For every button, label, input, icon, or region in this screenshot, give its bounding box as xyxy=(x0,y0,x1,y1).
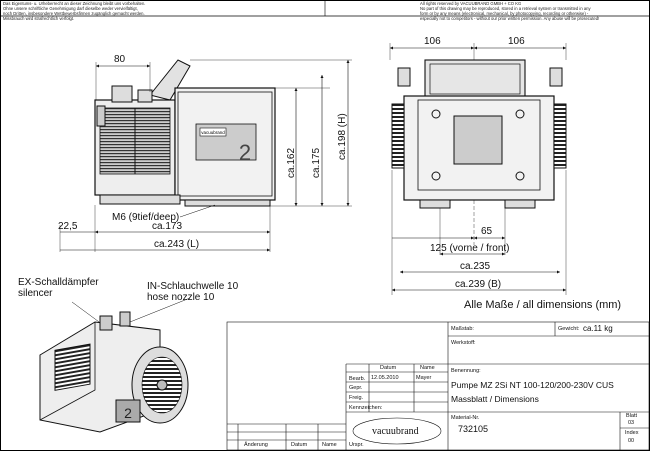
dim-125: 125 (vorne / front) xyxy=(430,243,510,254)
name-label: Name xyxy=(420,365,435,371)
note-line: Das Eigentums- u. Urheberrecht an dieser… xyxy=(3,1,146,6)
note-line: noch Dritten, insbesondere Wettbewerbsfi… xyxy=(3,11,145,16)
front-view-pump xyxy=(389,43,567,295)
datum-label: Datum xyxy=(380,365,397,371)
title-block-grid xyxy=(226,321,650,451)
aenderung-label: Änderung xyxy=(244,442,268,448)
note-line: Ohne unsere schriftliche Genehmigung dar… xyxy=(3,6,138,11)
massstab-label: Maßstab: xyxy=(451,326,474,332)
datum2-label: Datum xyxy=(291,442,308,448)
silencer-label-en: silencer xyxy=(18,288,53,299)
dim-106-right: 106 xyxy=(508,36,525,47)
dim-m6: M6 (9tief/deep) xyxy=(112,212,180,223)
name2-label: Name xyxy=(322,442,337,448)
iso-view-pump: 2 xyxy=(39,297,191,433)
drawing-title: Pumpe MZ 2Si NT 100-120/200-230V CUS xyxy=(451,380,614,390)
werkstoff-label: Werkstoff: xyxy=(451,340,476,346)
nozzle-label-de: IN-Schlauchwelle 10 xyxy=(147,281,239,292)
note-line: especially not to competitors - without … xyxy=(420,16,600,21)
kennzeichen-label: Kennzeichen: xyxy=(349,405,383,411)
dim-198: ca.198 (H) xyxy=(337,113,348,160)
dim-65: 65 xyxy=(481,226,493,237)
copyright-note-en: All rights reserved by VACUUBRAND GMBH +… xyxy=(420,1,599,21)
iso-number: 2 xyxy=(124,405,132,421)
material-number: 732105 xyxy=(458,424,489,434)
drawing-subtitle: Massblatt / Dimensions xyxy=(451,394,539,404)
note-line: form or by any means (electronical, mech… xyxy=(420,11,589,16)
side-logo: vacuubrand xyxy=(201,130,225,135)
material-label: Material-Nr. xyxy=(451,415,480,421)
gepr-label: Gepr. xyxy=(349,385,363,391)
note-line: No part of this drawing may be reproduce… xyxy=(420,6,591,11)
note-line: Missbrauch wird strafrechtlich verfolgt. xyxy=(3,16,75,21)
copyright-note-de: Das Eigentums- u. Urheberrecht an dieser… xyxy=(3,1,145,21)
index-value: 00 xyxy=(628,438,635,444)
note-line: All rights reserved by VACUUBRAND GMBH +… xyxy=(420,1,522,6)
bearb-label: Bearb. xyxy=(349,376,366,382)
gewicht-label: Gewicht: xyxy=(558,326,580,332)
gewicht-value: ca.11 kg xyxy=(583,324,613,333)
dim-106-left: 106 xyxy=(424,36,441,47)
dim-235: ca.235 xyxy=(460,261,491,272)
blatt-label: Blatt xyxy=(626,413,638,419)
urspr-label: Urspr. xyxy=(349,442,364,448)
bearb-name: Mayer xyxy=(416,375,432,381)
dim-239: ca.239 (B) xyxy=(455,279,502,290)
benennung-label: Benennung: xyxy=(451,368,481,374)
nozzle-label-en: hose nozzle 10 xyxy=(147,292,215,303)
side-number: 2 xyxy=(239,140,251,165)
dim-175: ca.175 xyxy=(311,147,322,178)
dim-162: ca.162 xyxy=(286,147,297,178)
blatt-value: 03 xyxy=(628,420,635,426)
index-label: Index xyxy=(625,430,639,436)
freig-label: Freig. xyxy=(349,395,364,401)
bearb-date: 12.05.2010 xyxy=(371,375,399,381)
vacuubrand-logo: vacuubrand xyxy=(372,426,419,437)
dim-22-5: 22,5 xyxy=(58,221,78,232)
dim-243: ca.243 (L) xyxy=(154,239,200,250)
silencer-label-de: EX-Schalldämpfer xyxy=(18,277,99,288)
side-view-pump: vacuubrand 2 xyxy=(59,59,352,252)
all-dimensions-note: Alle Maße / all dimensions (mm) xyxy=(464,299,622,311)
dim-80: 80 xyxy=(114,54,126,65)
dim-173: ca.173 xyxy=(152,221,183,232)
